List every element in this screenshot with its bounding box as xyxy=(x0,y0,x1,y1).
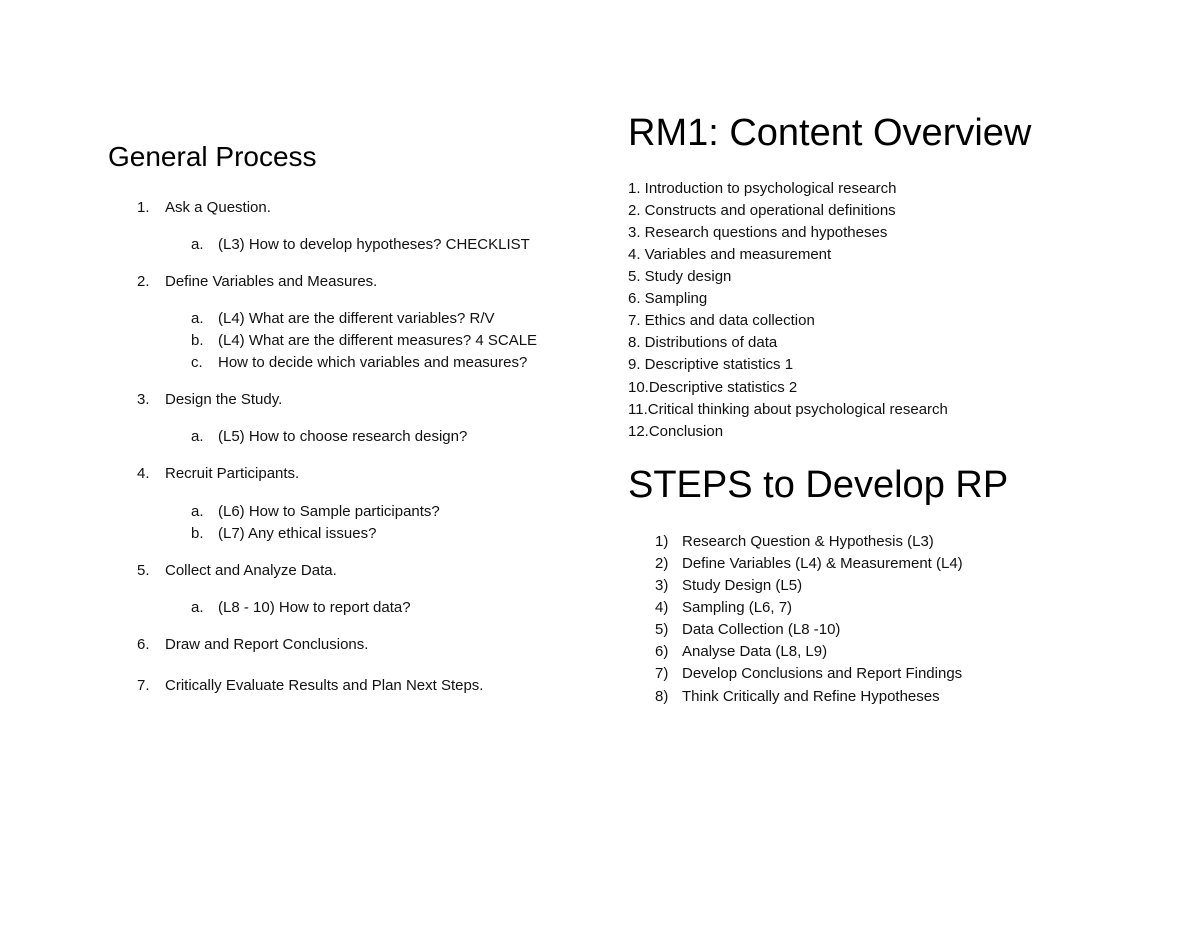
substep-text: (L4) What are the different variables? R… xyxy=(218,310,495,327)
overview-item: 3. Research questions and hypotheses xyxy=(628,224,888,241)
substep-text: (L5) How to choose research design? xyxy=(218,428,468,445)
step-number: 2. xyxy=(137,273,150,290)
rp-step-number: 4) xyxy=(655,599,669,616)
step-number: 4. xyxy=(137,465,150,482)
step-text: Collect and Analyze Data. xyxy=(165,562,337,579)
substep-text: (L6) How to Sample participants? xyxy=(218,503,440,520)
overview-item: 6. Sampling xyxy=(628,290,708,307)
substep-letter: a. xyxy=(191,428,204,445)
overview-item: 4. Variables and measurement xyxy=(628,246,832,263)
overview-item: 11.Critical thinking about psychological… xyxy=(628,401,948,418)
rp-step-text: Research Question & Hypothesis (L3) xyxy=(682,533,934,550)
rp-step-number: 1) xyxy=(655,533,669,550)
rp-step-text: Data Collection (L8 -10) xyxy=(682,621,841,638)
overview-item: 2. Constructs and operational definition… xyxy=(628,202,896,219)
overview-item: 5. Study design xyxy=(628,268,732,285)
step-text: Critically Evaluate Results and Plan Nex… xyxy=(165,677,484,694)
rp-step-text: Analyse Data (L8, L9) xyxy=(682,643,828,660)
step-number: 7. xyxy=(137,677,150,694)
substep-letter: b. xyxy=(191,525,204,542)
rp-step-number: 7) xyxy=(655,665,669,682)
step-text: Ask a Question. xyxy=(165,199,271,216)
step-number: 3. xyxy=(137,391,150,408)
rp-step-text: Sampling (L6, 7) xyxy=(682,599,793,616)
content-overview-title: RM1: Content Overview xyxy=(628,112,1032,154)
substep-text: (L4) What are the different measures? 4 … xyxy=(218,332,538,349)
substep-letter: a. xyxy=(191,310,204,327)
substep-letter: c. xyxy=(191,354,203,371)
overview-item: 9. Descriptive statistics 1 xyxy=(628,356,794,373)
general-process-title: General Process xyxy=(108,141,317,172)
step-text: Design the Study. xyxy=(165,391,283,408)
substep-letter: a. xyxy=(191,236,204,253)
substep-letter: b. xyxy=(191,332,204,349)
step-number: 6. xyxy=(137,636,150,653)
rp-step-text: Develop Conclusions and Report Findings xyxy=(682,665,963,682)
substep-text: How to decide which variables and measur… xyxy=(218,354,528,371)
overview-item: 8. Distributions of data xyxy=(628,334,778,351)
rp-step-text: Define Variables (L4) & Measurement (L4) xyxy=(682,555,963,572)
overview-item: 10.Descriptive statistics 2 xyxy=(628,379,798,396)
overview-item: 7. Ethics and data collection xyxy=(628,312,815,329)
rp-step-number: 6) xyxy=(655,643,669,660)
step-text: Define Variables and Measures. xyxy=(165,273,378,290)
rp-step-text: Think Critically and Refine Hypotheses xyxy=(682,688,940,705)
rp-step-number: 8) xyxy=(655,688,669,705)
substep-letter: a. xyxy=(191,599,204,616)
substep-text: (L8 - 10) How to report data? xyxy=(218,599,411,616)
substep-text: (L3) How to develop hypotheses? CHECKLIS… xyxy=(218,236,530,253)
step-text: Recruit Participants. xyxy=(165,465,300,482)
overview-item: 12.Conclusion xyxy=(628,423,724,440)
rp-step-number: 2) xyxy=(655,555,669,572)
steps-title: STEPS to Develop RP xyxy=(628,464,1009,506)
step-number: 1. xyxy=(137,199,150,216)
step-text: Draw and Report Conclusions. xyxy=(165,636,369,653)
rp-step-number: 3) xyxy=(655,577,669,594)
overview-item: 1. Introduction to psychological researc… xyxy=(628,180,897,197)
substep-text: (L7) Any ethical issues? xyxy=(218,525,377,542)
substep-letter: a. xyxy=(191,503,204,520)
rp-step-number: 5) xyxy=(655,621,669,638)
step-number: 5. xyxy=(137,562,150,579)
rp-step-text: Study Design (L5) xyxy=(682,577,803,594)
